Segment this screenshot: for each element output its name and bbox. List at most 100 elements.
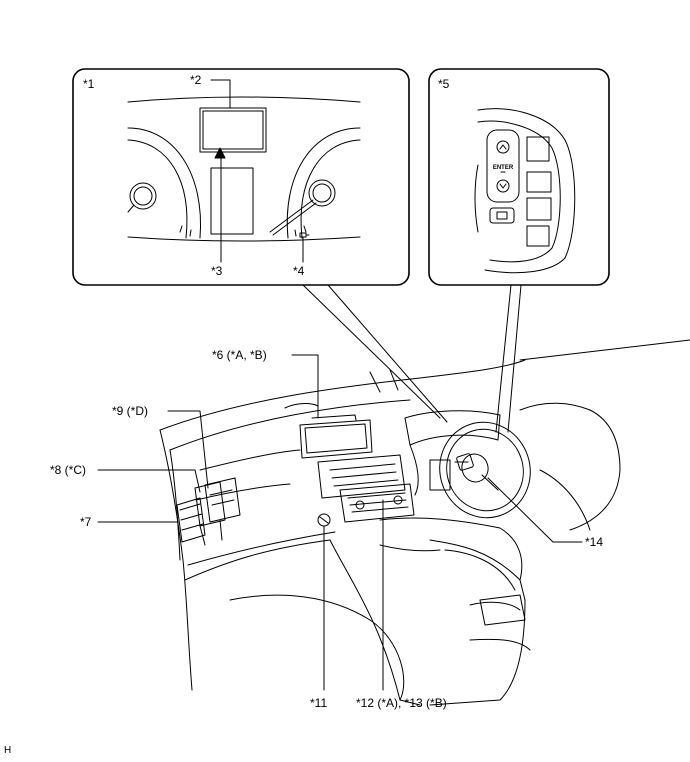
lower-dash-edge-2 bbox=[187, 531, 336, 566]
left-gauge-needle bbox=[127, 204, 135, 213]
steering-hub bbox=[461, 453, 489, 483]
floor-line bbox=[229, 594, 405, 701]
right-gauge-needle bbox=[269, 199, 314, 233]
component-11-detail bbox=[319, 516, 329, 524]
center-console-top bbox=[379, 517, 523, 581]
dashboard-top-edge bbox=[159, 359, 526, 431]
meter-top-edge bbox=[127, 96, 361, 103]
right-gauge-hub bbox=[308, 179, 336, 207]
callout-leaders bbox=[97, 354, 583, 691]
callout-7: *7 bbox=[80, 515, 92, 529]
dash-top-right bbox=[519, 339, 690, 361]
inset-1-frame bbox=[72, 68, 410, 286]
multi-display-screen bbox=[304, 423, 368, 454]
shifter-area bbox=[379, 544, 441, 552]
callout-6: *6 (*A, *B) bbox=[212, 348, 267, 362]
combination-meter bbox=[404, 410, 501, 446]
meter-bottom-edge bbox=[127, 236, 361, 242]
steering-wheel-rim bbox=[439, 421, 531, 519]
defroster-vent bbox=[284, 403, 319, 409]
down-switch bbox=[496, 179, 510, 193]
left-gauge-inner-rim bbox=[127, 139, 188, 239]
glove-box-line bbox=[195, 483, 291, 501]
steering-wheel-rim-inner bbox=[446, 428, 524, 512]
ecu-9-detail bbox=[209, 489, 235, 506]
door-edge bbox=[169, 449, 181, 561]
steering-spoke-outline bbox=[477, 108, 576, 274]
left-gauge-hub-inner bbox=[133, 186, 153, 206]
center-panel-upper bbox=[317, 454, 406, 499]
right-gauge-needle-edge bbox=[272, 202, 317, 236]
ecu-9 bbox=[204, 477, 241, 523]
up-switch bbox=[496, 140, 510, 154]
spoke-left-edge bbox=[474, 164, 479, 233]
indicator-light-icon bbox=[299, 232, 310, 238]
radio-buttons bbox=[347, 492, 409, 513]
up-arrow-icon bbox=[499, 144, 507, 150]
inset-combination-meter bbox=[72, 68, 410, 286]
callout-5: *5 bbox=[438, 77, 450, 91]
rear-floor-panel bbox=[479, 594, 526, 626]
multi-display-top bbox=[311, 414, 357, 421]
center-panel-vents bbox=[329, 463, 399, 487]
connector-1a bbox=[302, 284, 441, 419]
left-gauge-rim bbox=[127, 127, 202, 239]
leader-9 bbox=[167, 410, 209, 489]
callout-3: *3 bbox=[211, 264, 223, 278]
callout-9: *9 (*D) bbox=[112, 404, 148, 418]
center-console-body bbox=[429, 539, 526, 706]
left-gauge-hub bbox=[129, 182, 157, 210]
right-gauge-inner-rim bbox=[300, 139, 361, 239]
multi-information-display bbox=[199, 107, 267, 153]
right-gauge-rim bbox=[286, 127, 361, 239]
console-left-side bbox=[329, 539, 401, 701]
corner-mark: H bbox=[4, 745, 11, 756]
display-switch bbox=[489, 207, 515, 224]
radio-receiver bbox=[339, 483, 415, 523]
switch-pad-bezel bbox=[486, 129, 520, 203]
vehicle-interior bbox=[159, 339, 690, 706]
callout-8: *8 (*C) bbox=[50, 463, 86, 477]
callout-14: *14 bbox=[585, 535, 603, 549]
leader-2 bbox=[210, 79, 231, 109]
callout-11: *11 bbox=[310, 696, 327, 710]
inset-5-frame bbox=[428, 68, 610, 286]
connector-1b bbox=[327, 284, 448, 423]
enter-switch-label: ENTER bbox=[493, 165, 514, 171]
inset-steering-pad-switch: ENTER bbox=[428, 68, 610, 286]
leader-8 bbox=[97, 469, 201, 493]
right-spoke-switches bbox=[526, 136, 552, 247]
lower-center-panel bbox=[210, 167, 254, 235]
dashboard-crease bbox=[169, 399, 411, 451]
callout-12-13: *12 (*A), *13 (*B) bbox=[356, 696, 447, 710]
side-vent bbox=[429, 459, 451, 491]
meter-side bbox=[409, 444, 419, 496]
multi-display bbox=[299, 419, 373, 459]
steering-spoke-inner bbox=[477, 120, 561, 263]
leader-14 bbox=[487, 477, 583, 543]
callout-1: *1 bbox=[83, 77, 95, 91]
ecu-brackets bbox=[199, 519, 223, 546]
callout-2: *2 bbox=[190, 73, 202, 87]
windshield-pillar bbox=[369, 369, 399, 393]
console-armrest bbox=[444, 549, 516, 591]
ecu-7 bbox=[176, 497, 206, 543]
down-arrow-icon bbox=[499, 183, 507, 189]
console-bottom bbox=[399, 699, 421, 706]
a-pillar-left bbox=[159, 429, 193, 691]
multi-information-display-screen bbox=[202, 110, 264, 150]
lower-dash-edge bbox=[184, 539, 331, 581]
master-warning-icon bbox=[214, 147, 226, 159]
instrument-cluster-hood bbox=[519, 402, 621, 531]
callout-labels: *1 *2 *3 *4 *5 *6 (*A, *B) *9 (*D) *8 (*… bbox=[4, 73, 603, 756]
connector-5b bbox=[507, 284, 522, 433]
meter-bezel-ticks bbox=[179, 225, 307, 237]
connector-5a bbox=[495, 284, 512, 433]
display-switch-icon bbox=[496, 211, 508, 220]
glove-box-top bbox=[199, 449, 301, 471]
console-cup-holder bbox=[469, 601, 521, 611]
radio-knob-right bbox=[393, 495, 403, 505]
ecu-8 bbox=[194, 481, 226, 527]
